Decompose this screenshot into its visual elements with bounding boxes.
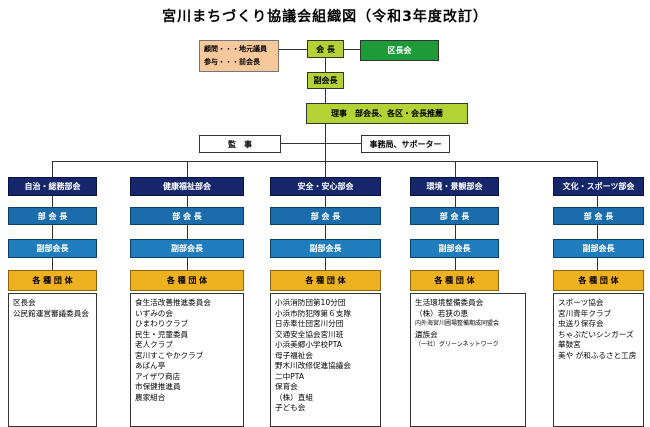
department-vice-chair: 副部会長: [553, 239, 644, 258]
groups-header: 各 種 団 体: [8, 270, 97, 291]
board-box: 理事 部会長、各区・会長推薦: [306, 103, 468, 124]
connector: [187, 161, 188, 177]
department-environment: 環境・景観部会: [410, 177, 499, 196]
connector: [325, 161, 326, 177]
connector: [325, 196, 326, 270]
list-item: 内外海宮川圃場整備期成同盟会: [415, 320, 500, 327]
department-health-welfare: 健康福祉部会: [130, 177, 244, 196]
connector: [455, 161, 456, 177]
connector: [52, 161, 53, 177]
list-item: アイザワ商店: [135, 371, 181, 381]
department-general-affairs: 自治・総務部会: [8, 177, 97, 196]
district-chairs-box: 区長会: [360, 40, 439, 61]
connector: [597, 161, 598, 177]
list-item: 宮川すこやかクラブ: [135, 350, 204, 360]
list-item: 食生活改善推進委員会: [135, 298, 211, 307]
connector: [187, 196, 188, 270]
list-item: （一社）グリーンネットワーク: [415, 341, 499, 348]
list-item: あばん亭: [135, 361, 166, 370]
connector: [597, 196, 598, 270]
department-chair: 部 会 長: [553, 207, 644, 225]
list-item: 小浜消防団第10分団: [275, 298, 346, 307]
list-item: いずみの会: [135, 308, 173, 318]
list-item: （株）直組: [275, 392, 313, 402]
list-item: 美や が和ふるさと工房: [558, 350, 637, 360]
department-safety: 安全・安心部会: [270, 177, 381, 196]
list-item: 老人クラブ: [135, 340, 173, 349]
list-item: 二中PTA: [275, 371, 305, 381]
groups-header: 各 種 団 体: [130, 270, 244, 291]
department-chair: 部 会 長: [8, 207, 97, 225]
vice-president-box: 副会長: [307, 72, 344, 89]
advisors-box: 顧問・・・地元議員 参与・・・前会長: [199, 40, 279, 72]
list-item: 農家組合: [135, 392, 166, 402]
connector: [325, 124, 326, 161]
department-vice-chair: 副部会長: [270, 239, 381, 258]
list-item: 生活環境整備委員会: [415, 298, 484, 307]
list-item: 交通安全協会宮川班: [275, 329, 344, 339]
list-item: 野木川改修促進協議会: [275, 361, 351, 370]
department-chair: 部 会 長: [410, 207, 499, 225]
page-title: 宮川まちづくり協議会組織図（令和3年度改訂）: [162, 9, 488, 25]
list-item: 遺族会: [415, 329, 438, 339]
list-item: 母子福祉会: [275, 350, 313, 360]
list-item: 民生・児童委員: [135, 329, 189, 339]
list-item: 区長会: [13, 298, 36, 307]
connector: [52, 196, 53, 270]
list-item: ちゃぷだいシンガーズ: [558, 329, 634, 339]
list-item: 小浜市防犯隊第６支隊: [275, 308, 351, 318]
list-item: 公民館運営審議委員会: [13, 308, 89, 318]
connector: [281, 143, 361, 144]
member-list: 小浜消防団第10分団 小浜市防犯隊第６支隊 日赤奉仕団宮川分団 交通安全協会宮川…: [270, 293, 381, 427]
list-item: 虫送り保存会: [558, 319, 604, 328]
list-item: 華鼓宮: [558, 340, 581, 349]
connector: [455, 196, 456, 270]
list-item: 宮川青年クラブ: [558, 308, 612, 318]
auditor-box: 監 事: [199, 135, 281, 153]
connector: [279, 49, 307, 50]
member-list: 食生活改善推進委員会 いずみの会 ひまわりクラブ 民生・児童委員 老人クラブ 宮…: [130, 293, 244, 427]
connector: [344, 49, 360, 50]
list-item: 日赤奉仕団宮川分団: [275, 319, 344, 328]
member-list: 生活環境整備委員会 （株）若狭の恵 内外海宮川圃場整備期成同盟会 遺族会 （一社…: [410, 293, 526, 427]
list-item: スポーツ協会: [558, 298, 604, 307]
list-item: 小浜美郷小学校PTA: [275, 340, 342, 349]
groups-header: 各 種 団 体: [270, 270, 381, 291]
department-culture-sports: 文化・スポーツ部会: [553, 177, 644, 196]
list-item: 子ども会: [275, 403, 306, 412]
groups-header: 各 種 団 体: [410, 270, 499, 291]
connector: [325, 58, 326, 72]
advisor-line-1: 顧問・・・地元議員: [204, 45, 267, 53]
secretariat-box: 事務局、サポーター: [361, 135, 450, 153]
list-item: ひまわりクラブ: [135, 319, 189, 328]
department-vice-chair: 副部会長: [8, 239, 97, 258]
department-chair: 部 会 長: [270, 207, 381, 225]
department-vice-chair: 副部会長: [410, 239, 499, 258]
member-list: 区長会 公民館運営審議委員会: [8, 293, 97, 427]
list-item: （株）若狭の恵: [415, 308, 469, 318]
department-vice-chair: 副部会長: [130, 239, 244, 258]
connector: [325, 89, 326, 103]
advisor-line-2: 参与・・・前会長: [204, 58, 260, 66]
list-item: 市保健推進員: [135, 382, 181, 391]
member-list: スポーツ協会 宮川青年クラブ 虫送り保存会 ちゃぷだいシンガーズ 華鼓宮 美や …: [553, 293, 644, 427]
president-box: 会 長: [307, 40, 344, 58]
groups-header: 各 種 団 体: [553, 270, 644, 291]
department-chair: 部 会 長: [130, 207, 244, 225]
list-item: 保育会: [275, 382, 298, 391]
